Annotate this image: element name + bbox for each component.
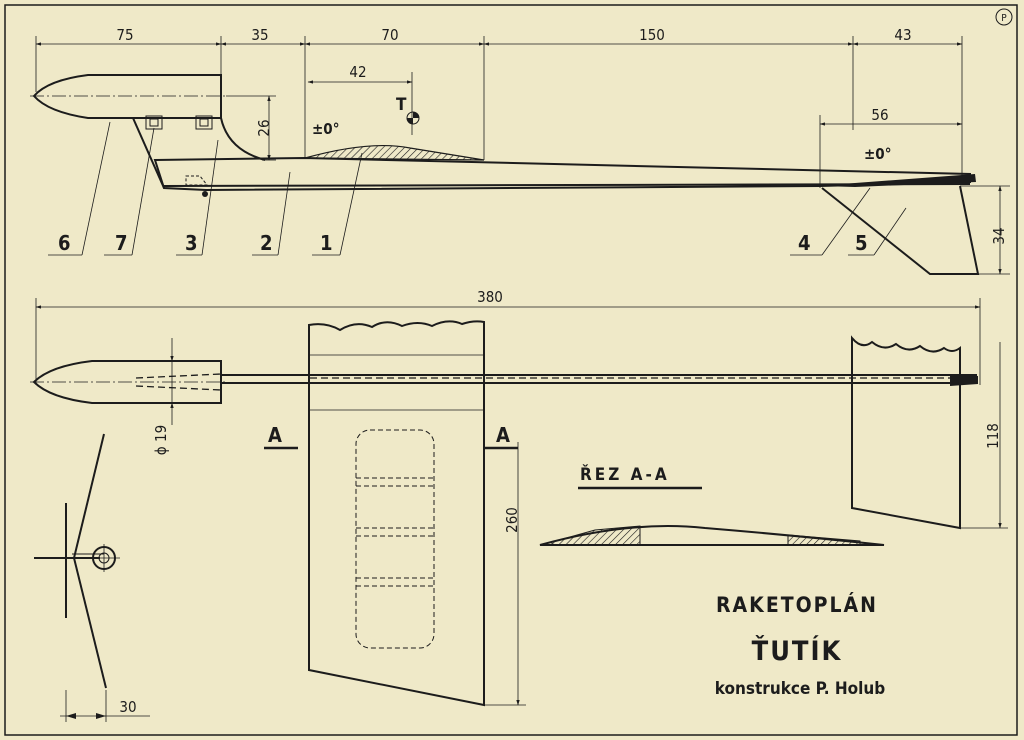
part-2-label: 2 <box>260 231 273 255</box>
corner-mark: P <box>995 8 1013 26</box>
part-5-label: 5 <box>855 231 868 255</box>
wing <box>308 320 485 707</box>
dim-diameter-19: ϕ 19 <box>152 425 170 455</box>
svg-text:A: A <box>268 423 282 447</box>
clip-rear <box>195 115 213 130</box>
dim-70: 70 <box>381 26 398 44</box>
title-line-2: ŤUTÍK <box>752 635 843 667</box>
dim-75: 75 <box>116 26 133 44</box>
front-view: 30 <box>34 433 150 722</box>
part-3-label: 3 <box>185 231 198 255</box>
part-4-label: 4 <box>798 231 811 255</box>
cg-symbol: T <box>396 95 420 125</box>
part-callouts: 6 7 3 2 1 4 5 <box>48 121 907 256</box>
dim-118: 118 <box>984 423 1002 449</box>
title-line-3: konstrukce P. Holub <box>715 679 886 699</box>
wing-cutout <box>355 429 435 649</box>
svg-text:P: P <box>1001 13 1007 24</box>
top-view: 380 ϕ 19 260 A A <box>30 288 1008 707</box>
title-block: RAKETOPLÁN ŤUTÍK konstrukce P. Holub <box>715 592 886 699</box>
section-a-a: ŘEZ A-A <box>539 463 885 546</box>
side-view: 75 35 70 150 43 42 T ±0° 56 ±0° <box>30 26 1010 275</box>
svg-text:T: T <box>396 95 407 115</box>
dim-30: 30 <box>119 698 136 716</box>
dim-42: 42 <box>349 63 366 81</box>
motor-pod <box>32 74 222 119</box>
dim-56: 56 <box>871 106 888 124</box>
dim-34: 34 <box>990 227 1008 244</box>
title-line-1: RAKETOPLÁN <box>716 592 878 617</box>
svg-text:A: A <box>496 423 510 447</box>
part-7-label: 7 <box>115 231 128 255</box>
fin <box>821 185 980 275</box>
stabilizer <box>820 174 976 187</box>
drawing-frame <box>4 4 1018 736</box>
dim-380: 380 <box>477 288 503 306</box>
dim-35: 35 <box>251 26 268 44</box>
dim-150: 150 <box>639 26 665 44</box>
section-title: ŘEZ A-A <box>580 463 670 485</box>
tail-incidence: ±0° <box>864 145 891 163</box>
top-dimension-chain: 75 35 70 150 43 <box>35 26 963 175</box>
section-mark-left: A <box>264 423 298 450</box>
fuselage-top <box>220 374 977 384</box>
section-mark-right: A <box>484 423 518 450</box>
part-6-label: 6 <box>58 231 71 255</box>
part-1-label: 1 <box>320 231 333 255</box>
wing-incidence: ±0° <box>312 120 339 138</box>
stabilizer-top <box>851 335 961 530</box>
dim-43: 43 <box>894 26 911 44</box>
wing-root-section <box>304 144 485 161</box>
dim-26: 26 <box>255 119 273 136</box>
dim-260: 260 <box>503 507 521 533</box>
